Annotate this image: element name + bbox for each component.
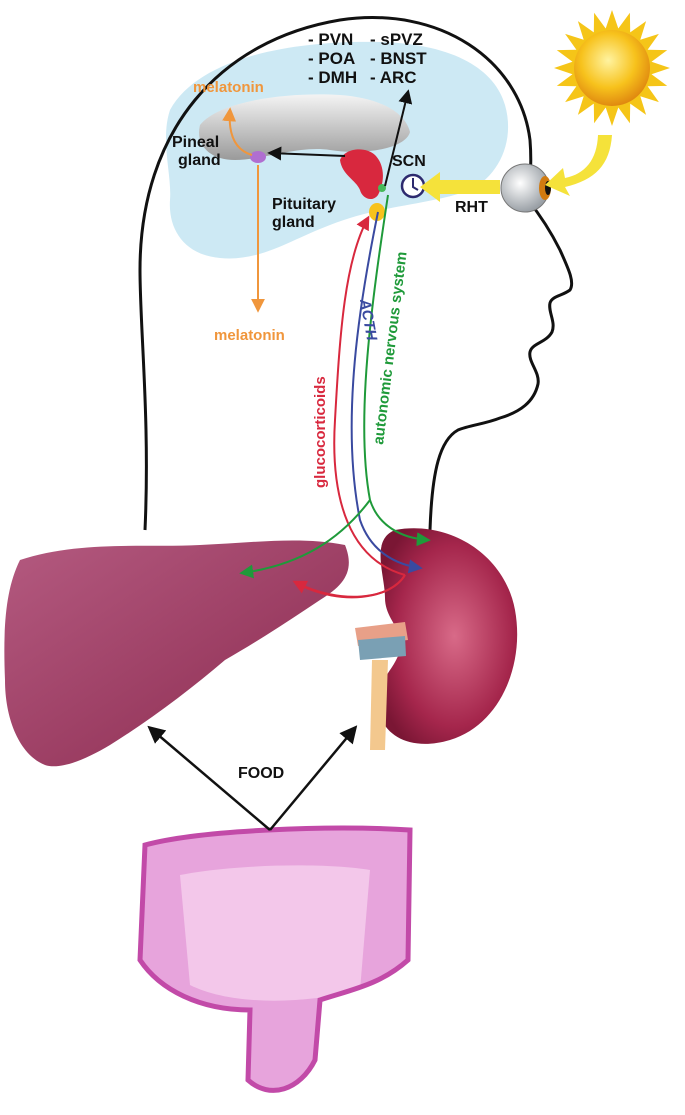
pineal-label-1: Pineal — [172, 134, 219, 151]
sun-disc — [574, 30, 650, 106]
head-outline — [138, 16, 574, 531]
light-arrow-retina — [420, 172, 500, 202]
food-label: FOOD — [238, 765, 284, 782]
eye-icon — [500, 163, 551, 213]
autonomic-to-kidney-arrow — [363, 194, 431, 547]
glucocorticoids-liver-arrow — [292, 574, 406, 598]
kidney-icon — [377, 528, 518, 744]
melatonin-bottom-label: melatonin — [214, 327, 285, 344]
melatonin-top-label: melatonin — [193, 79, 264, 96]
pituitary-label-2: gland — [272, 214, 315, 231]
liver-icon — [4, 540, 349, 767]
pineal-label-2: gland — [178, 152, 221, 169]
rht-label: RHT — [455, 199, 488, 216]
nucleus-poa: - POA — [308, 49, 355, 68]
pituitary-label-1: Pituitary — [272, 196, 336, 213]
scn-label: SCN — [392, 153, 426, 170]
food-to-liver-arrow — [147, 725, 271, 831]
scn-to-nuclei-arrow — [384, 89, 413, 187]
food-to-kidney-arrow — [269, 725, 358, 831]
nucleus-pvn: - PVN — [308, 30, 353, 49]
nucleus-dmh: - DMH — [308, 68, 357, 87]
intestine-icon — [137, 825, 413, 1093]
pineal-gland-icon — [250, 151, 266, 163]
clock-icon — [400, 173, 426, 199]
acth-arrow — [350, 211, 423, 574]
nucleus-spvz: - sPVZ — [370, 30, 423, 49]
melatonin-brain-arrow — [222, 107, 253, 156]
light-arrow-sun — [545, 135, 612, 196]
scn-to-pineal-arrow — [267, 146, 346, 161]
nucleus-arc: - ARC — [370, 68, 417, 87]
nucleus-bnst: - BNST — [370, 49, 427, 68]
autonomic-to-liver-arrow — [239, 499, 371, 579]
glucocorticoids-label: glucocorticoids — [312, 376, 329, 488]
sun-icon — [554, 10, 670, 126]
renal-vessels-icon — [355, 622, 408, 750]
acth-label: ACTH — [356, 297, 380, 343]
brain-icon — [165, 41, 509, 259]
hypothalamus-icon — [340, 149, 383, 200]
